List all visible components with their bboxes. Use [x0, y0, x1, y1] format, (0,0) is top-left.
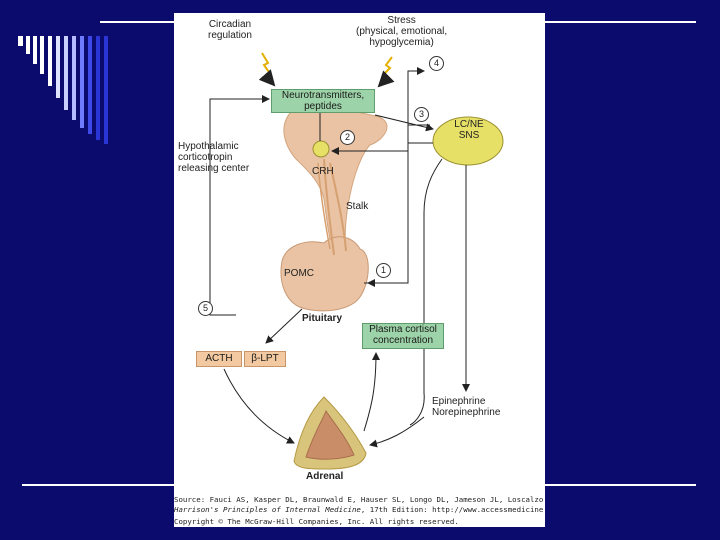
source-line-3: Copyright © The McGraw-Hill Companies, I…	[174, 517, 459, 526]
source-edition: , 17th Edition: http://www.accessmedicin…	[360, 505, 545, 514]
step-number-2: 2	[340, 130, 355, 145]
diagram-graphics	[209, 52, 504, 470]
lcne-label: LC/NE SNS	[454, 119, 484, 141]
stress-label: Stress (physical, emotional, hypoglycemi…	[356, 15, 448, 48]
acth-box: ACTH	[196, 351, 242, 367]
decorative-bars	[18, 36, 108, 144]
adrenal-label: Adrenal	[306, 471, 344, 482]
source-book-title: Harrison's Principles of Internal Medici…	[174, 505, 361, 514]
step-number-4: 4	[429, 56, 444, 71]
hypothalamus-shape	[283, 107, 388, 256]
pituitary-shape	[280, 236, 369, 312]
lcne-node	[432, 116, 504, 166]
step-number-1: 1	[376, 263, 391, 278]
pomc-label: POMC	[284, 268, 314, 279]
source-line-1: Source: Fauci AS, Kasper DL, Braunwald E…	[174, 495, 545, 504]
crh-label: CRH	[312, 166, 334, 177]
stalk-label: Stalk	[346, 201, 369, 212]
epinephrine-label: Epinephrine Norepinephrine	[432, 396, 501, 418]
crh-node	[312, 140, 330, 158]
pituitary-label: Pituitary	[302, 313, 343, 324]
hpa-axis-figure: Circadian regulation Stress (physical, e…	[174, 13, 545, 527]
neurotransmitters-box: Neurotransmitters, peptides	[271, 89, 375, 113]
step-number-3: 3	[414, 107, 429, 122]
hypothalamic-label: Hypothalamic corticotropin releasing cen…	[178, 141, 250, 174]
source-line-2: Harrison's Principles of Internal Medici…	[174, 505, 545, 514]
circadian-label: Circadian regulation	[208, 19, 252, 41]
plasma-cortisol-box: Plasma cortisol concentration	[362, 323, 444, 349]
step-number-5: 5	[198, 301, 213, 316]
blpt-box: β-LPT	[244, 351, 286, 367]
